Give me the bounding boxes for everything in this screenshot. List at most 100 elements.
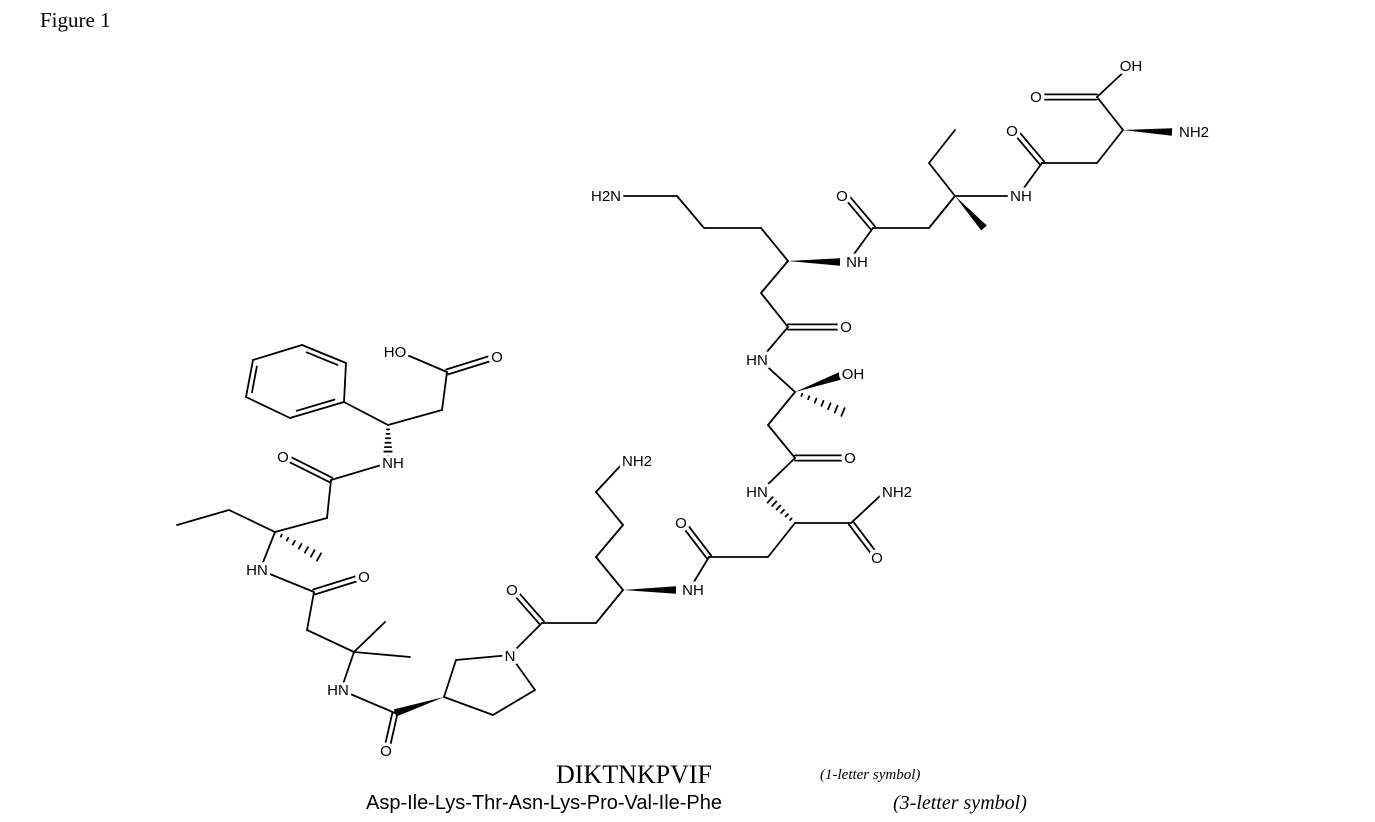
bond-line xyxy=(771,500,778,507)
bond-line xyxy=(595,589,624,624)
bond-line xyxy=(766,496,774,504)
bond-line xyxy=(789,517,793,521)
atom-label: OH xyxy=(842,366,865,383)
atom-label: O xyxy=(506,582,518,599)
atom-label: O xyxy=(675,515,687,532)
bond-line xyxy=(305,351,339,366)
bond-line xyxy=(760,292,789,328)
bond-line xyxy=(316,552,322,562)
atom-label: O xyxy=(358,569,370,586)
bond-line xyxy=(676,195,705,229)
three-letter-sequence: Asp-Ile-Lys-Thr-Asn-Lys-Pro-Val-Ile-Phe xyxy=(366,792,723,814)
bond-line xyxy=(847,193,876,228)
bond-line xyxy=(848,523,875,559)
bond-line xyxy=(595,463,623,493)
bond-line xyxy=(252,344,303,361)
bond-line xyxy=(827,402,832,411)
bond-line xyxy=(282,458,331,484)
bond-line xyxy=(759,457,796,493)
bond-line xyxy=(1096,129,1124,164)
atom-label: O xyxy=(1006,123,1018,140)
bond-line xyxy=(767,424,796,459)
atom-label: O xyxy=(277,449,289,466)
bond-line xyxy=(820,400,825,407)
bond-line xyxy=(762,492,770,500)
bond-line xyxy=(441,371,448,411)
bond-line xyxy=(510,590,541,626)
bonds xyxy=(176,67,1173,750)
bond-line xyxy=(509,622,543,656)
bond-line xyxy=(760,227,789,262)
bond-line xyxy=(443,696,494,716)
bond-line xyxy=(443,659,457,698)
bond-line xyxy=(1096,67,1129,98)
atom-label: NH xyxy=(682,582,704,599)
bond-line xyxy=(492,689,536,716)
bond-line xyxy=(759,326,789,361)
bond-line xyxy=(514,587,545,623)
bond-line xyxy=(340,651,355,691)
bond-line xyxy=(343,362,347,403)
bond-line xyxy=(928,195,956,229)
atom-label: NH2 xyxy=(882,484,912,501)
bond-line xyxy=(340,689,396,714)
bond-line xyxy=(303,546,309,554)
bond-line xyxy=(840,407,846,417)
bond-line xyxy=(306,629,355,653)
bond-line xyxy=(680,523,708,560)
bond-line xyxy=(343,401,389,426)
bond-line xyxy=(383,711,394,749)
bond-line xyxy=(388,712,399,750)
atom-label: O xyxy=(836,188,848,205)
atom-label: O xyxy=(380,743,392,760)
atom-label: N xyxy=(505,648,516,665)
bond-line xyxy=(274,517,328,533)
bond-line xyxy=(176,509,230,526)
bond-line xyxy=(326,479,332,519)
bond-line xyxy=(813,397,818,404)
bond-line xyxy=(228,509,276,533)
bond-line xyxy=(353,621,386,653)
atom-label: NH2 xyxy=(622,453,652,470)
atom-label: NH xyxy=(382,455,404,472)
bond-line xyxy=(289,401,345,419)
bond-line xyxy=(807,395,811,401)
bond-line xyxy=(312,573,363,591)
atom-label: OH xyxy=(1120,58,1143,75)
atom-label: HN xyxy=(746,484,768,501)
bond-line xyxy=(309,549,316,558)
bond-line xyxy=(245,359,254,398)
wedge-bond xyxy=(393,697,444,717)
bond-line xyxy=(928,162,956,197)
bond-line xyxy=(850,495,881,524)
bond-line xyxy=(306,591,315,631)
wedge-bond xyxy=(1123,128,1173,136)
bond-line xyxy=(595,491,624,526)
bond-line xyxy=(245,396,291,419)
bond-line xyxy=(330,462,389,481)
bond-line xyxy=(1012,131,1041,166)
bond-line xyxy=(775,504,782,511)
atom-label: O xyxy=(871,550,883,567)
atom-label: NH xyxy=(1010,188,1032,205)
bond-line xyxy=(313,578,364,596)
bond-line xyxy=(1016,128,1045,163)
bond-line xyxy=(843,196,872,231)
bond-line xyxy=(301,344,347,364)
atom-label: NH2 xyxy=(1179,124,1209,141)
bond-line xyxy=(852,520,879,556)
bond-line xyxy=(1017,162,1043,197)
atom-label: NH xyxy=(846,254,868,271)
atom-label: HN xyxy=(327,682,349,699)
bond-line xyxy=(399,351,448,373)
atom-label: HN xyxy=(246,562,268,579)
figure-label: Figure 1 xyxy=(40,8,111,32)
bond-line xyxy=(259,569,315,593)
bond-line xyxy=(297,543,303,550)
bond-line xyxy=(279,533,283,538)
bond-line xyxy=(833,404,839,414)
bond-line xyxy=(455,654,511,661)
bond-line xyxy=(446,358,497,376)
